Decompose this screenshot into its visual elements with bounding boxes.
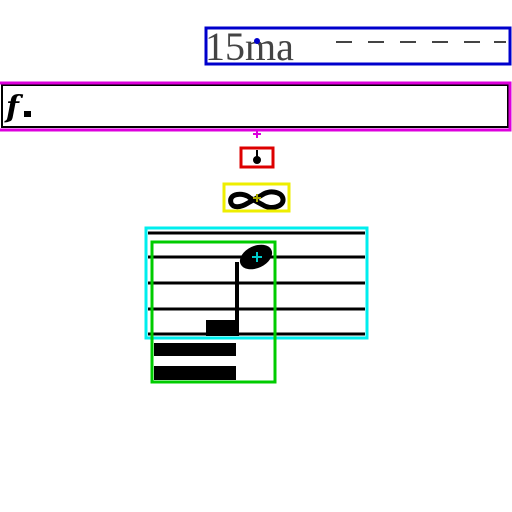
beam-bars bbox=[154, 343, 236, 380]
dynamic-dot bbox=[24, 111, 31, 117]
note-bounding-box bbox=[150, 240, 277, 384]
note-group bbox=[150, 240, 277, 384]
staff-fragment bbox=[144, 226, 369, 340]
dynamic-bounding-box bbox=[0, 81, 512, 132]
dynamic-marking: f bbox=[0, 81, 512, 138]
turn-ornament bbox=[222, 182, 291, 213]
note-with-stem-icon bbox=[206, 244, 273, 336]
accent-mark bbox=[239, 146, 275, 169]
dynamic-label: f bbox=[4, 90, 24, 125]
ottava-center-marker bbox=[254, 38, 260, 44]
turn-bounding-box bbox=[222, 182, 291, 213]
ottava-label: 15ma bbox=[205, 24, 294, 69]
ottava-bounding-box bbox=[204, 26, 512, 66]
accent-dot-icon bbox=[253, 150, 261, 164]
ottava-marking: 15ma bbox=[204, 24, 512, 69]
stem-foot bbox=[206, 320, 237, 336]
accent-bounding-box bbox=[239, 146, 275, 169]
dynamic-region-line bbox=[1, 84, 509, 128]
staff-bounding-box bbox=[144, 226, 369, 340]
turn-center-marker bbox=[253, 194, 261, 202]
dynamic-center-marker bbox=[253, 130, 261, 138]
note-center-marker bbox=[252, 252, 262, 262]
turn-ornament-icon bbox=[228, 189, 286, 210]
